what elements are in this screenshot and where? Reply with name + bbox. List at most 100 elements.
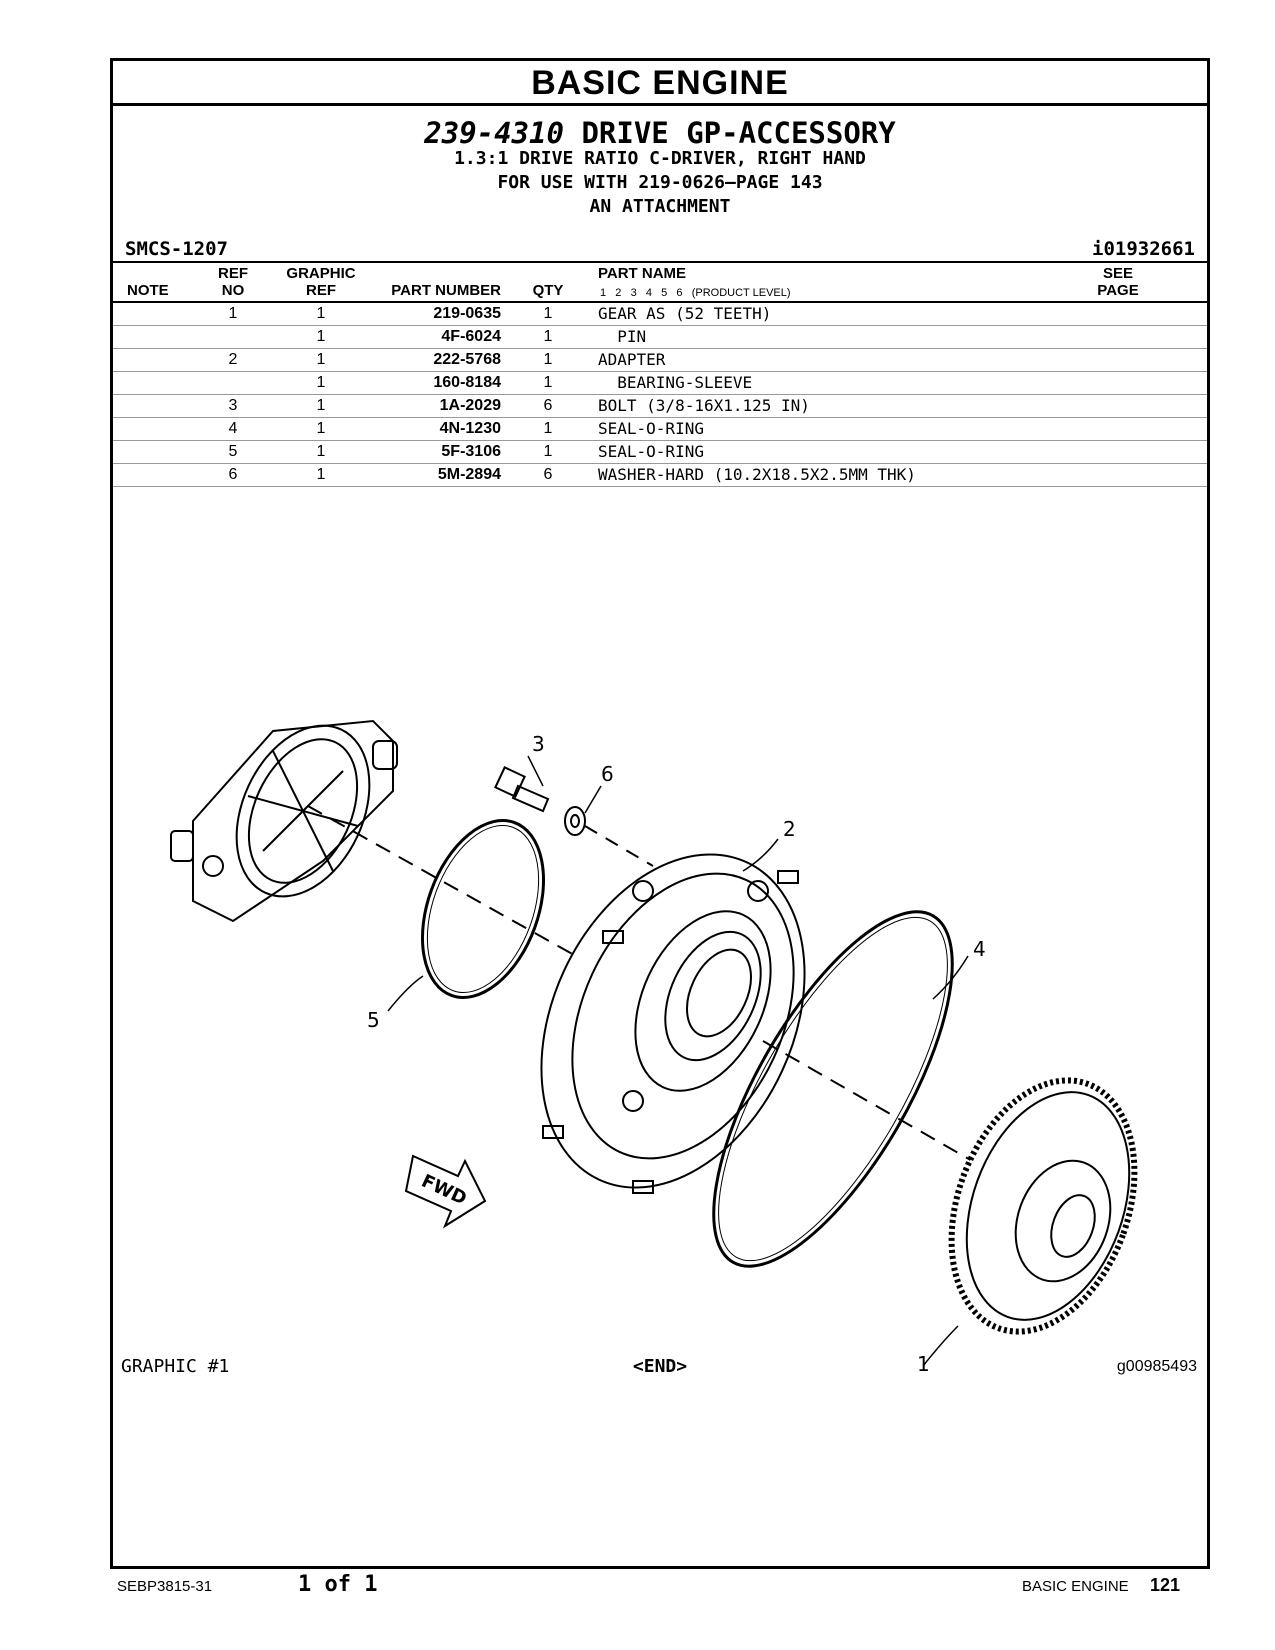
graphic-id: g00985493 (1116, 1358, 1197, 1375)
table-row: 6 1 5M-2894 6 WASHER-HARD (10.2X18.5X2.5… (113, 464, 1207, 487)
page-number: 121 (1150, 1575, 1181, 1595)
group-subtitle-3: AN ATTACHMENT (589, 196, 731, 217)
group-subtitle-2: FOR USE WITH 219-0626—PAGE 143 (497, 172, 823, 193)
cell-ref: 5 (228, 443, 238, 460)
group-title: 239-4310 DRIVE GP-ACCESSORY (113, 116, 1207, 150)
leader-2 (742, 838, 779, 872)
cell-graphic: 1 (316, 443, 326, 460)
cell-part-name: PIN (598, 327, 647, 346)
footer-section: BASIC ENGINE (1022, 1578, 1129, 1595)
col-graphic-top: GRAPHIC (286, 265, 356, 282)
col-ref-top: REF (218, 265, 248, 282)
end-label: <END> (632, 1356, 688, 1377)
cell-graphic: 1 (316, 328, 326, 345)
cell-part-name: WASHER-HARD (10.2X18.5X2.5MM THK) (598, 465, 916, 484)
cell-part-name: BOLT (3/8-16X1.125 IN) (598, 396, 810, 415)
cell-graphic: 1 (316, 351, 326, 368)
callout-6: 6 (601, 762, 614, 786)
washer (564, 806, 586, 836)
col-note: NOTE (127, 282, 169, 299)
axis-line-left (307, 805, 684, 1017)
cell-part-number: 4N-1230 (439, 420, 501, 437)
leader-1 (922, 1325, 959, 1367)
cell-qty: 1 (543, 305, 553, 322)
leader-3 (527, 755, 544, 787)
table-row: 1 1 219-0635 1 GEAR AS (52 TEETH) (113, 303, 1207, 326)
cell-ref: 2 (228, 351, 238, 368)
cell-graphic: 1 (316, 466, 326, 483)
section-header: BASIC ENGINE (113, 61, 1207, 106)
cell-part-number: 5M-2894 (437, 466, 501, 483)
table-row: 2 1 222-5768 1 ADAPTER (113, 349, 1207, 372)
col-see-top: SEE (1102, 265, 1133, 282)
col-part-name: PART NAME (598, 265, 687, 282)
cell-graphic: 1 (316, 305, 326, 322)
parts-table-body: 1 1 219-0635 1 GEAR AS (52 TEETH) 1 4F-6… (113, 303, 1207, 487)
callout-2: 2 (783, 817, 796, 841)
cell-part-name: BEARING-SLEEVE (598, 373, 753, 392)
callout-3: 3 (532, 732, 545, 756)
cell-part-number: 160-8184 (433, 374, 501, 391)
group-subtitle-1: 1.3:1 DRIVE RATIO C-DRIVER, RIGHT HAND (454, 148, 866, 169)
graphic-label: GRAPHIC #1 (121, 1356, 230, 1377)
cell-part-name: ADAPTER (598, 350, 666, 369)
col-ref-bottom: NO (221, 282, 245, 299)
cell-qty: 6 (543, 466, 553, 483)
col-product-level: 1 2 3 4 5 6 (PRODUCT LEVEL) (600, 287, 791, 299)
table-row: 1 4F-6024 1 PIN (113, 326, 1207, 349)
leader-4 (932, 955, 969, 1000)
cover-plate (170, 719, 398, 923)
small-o-ring-inner (426, 824, 540, 994)
col-graphic-bottom: REF (306, 282, 336, 299)
leader-6 (584, 785, 602, 814)
leader-5 (387, 975, 424, 1012)
cell-ref: 6 (228, 466, 238, 483)
cell-graphic: 1 (316, 420, 326, 437)
page-of: 1 of 1 (298, 1572, 378, 1597)
washer-hole (570, 814, 580, 828)
cell-ref: 3 (228, 397, 238, 414)
cell-part-number: 1A-2029 (439, 397, 501, 414)
smcs-code: SMCS-1207 (125, 238, 228, 260)
cell-part-number: 4F-6024 (441, 328, 501, 345)
col-part-number: PART NUMBER (391, 282, 501, 299)
adapter (540, 853, 806, 1194)
bolt (494, 766, 550, 813)
gear-assembly (948, 1077, 1138, 1335)
small-o-ring (420, 819, 546, 999)
page-frame: BASIC ENGINE 239-4310 DRIVE GP-ACCESSORY… (110, 58, 1210, 1569)
callout-1: 1 (917, 1352, 930, 1376)
cell-graphic: 1 (316, 397, 326, 414)
cell-qty: 6 (543, 397, 553, 414)
cell-part-name: SEAL-O-RING (598, 419, 704, 438)
table-row: 3 1 1A-2029 6 BOLT (3/8-16X1.125 IN) (113, 395, 1207, 418)
parts-table-header: NOTE REF NO GRAPHIC REF PART NUMBER QTY … (113, 261, 1207, 303)
group-name: DRIVE GP-ACCESSORY (581, 116, 896, 150)
cell-part-number: 5F-3106 (441, 443, 501, 460)
cell-qty: 1 (543, 420, 553, 437)
table-row: 4 1 4N-1230 1 SEAL-O-RING (113, 418, 1207, 441)
large-o-ring (712, 910, 954, 1268)
cell-part-number: 222-5768 (433, 351, 501, 368)
cell-qty: 1 (543, 351, 553, 368)
large-o-ring-inner (718, 916, 948, 1262)
callout-5: 5 (367, 1008, 380, 1032)
exploded-view-diagram: 1 2 3 4 5 6 FWD (170, 719, 1138, 1376)
fwd-arrow (404, 1154, 487, 1229)
cell-part-name: SEAL-O-RING (598, 442, 704, 461)
cell-ref: 1 (228, 305, 238, 322)
col-qty: QTY (532, 282, 564, 299)
table-row: 5 1 5F-3106 1 SEAL-O-RING (113, 441, 1207, 464)
cell-graphic: 1 (316, 374, 326, 391)
cell-part-name: GEAR AS (52 TEETH) (598, 304, 772, 323)
cell-part-number: 219-0635 (433, 305, 501, 322)
document-ident: i01932661 (1092, 238, 1195, 260)
cell-qty: 1 (543, 328, 553, 345)
bolt-axis-line (584, 825, 654, 867)
table-row: 1 160-8184 1 BEARING-SLEEVE (113, 372, 1207, 395)
col-see-bottom: PAGE (1097, 282, 1139, 299)
document-id: SEBP3815-31 (117, 1578, 213, 1595)
group-part-number: 239-4310 (424, 116, 564, 150)
callout-4: 4 (973, 937, 986, 961)
cell-qty: 1 (543, 374, 553, 391)
